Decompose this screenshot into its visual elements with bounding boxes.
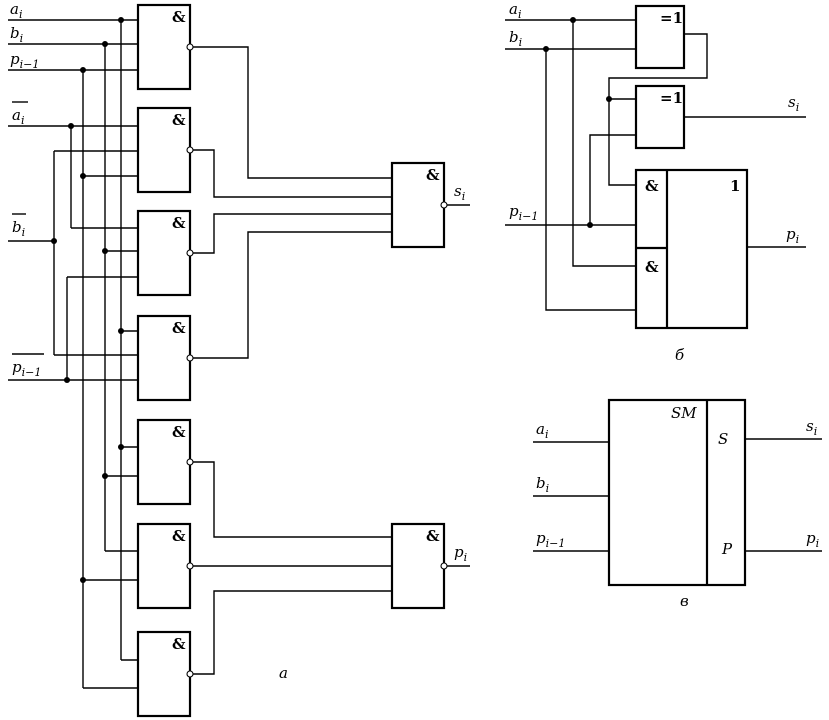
and-symbol: &: [172, 8, 186, 26]
input-label-p-prev: pi−1: [536, 529, 565, 550]
junction-dot: [64, 377, 70, 383]
and-symbol: &: [172, 111, 186, 129]
xor-symbol: =1: [660, 89, 683, 107]
inversion-circle: [186, 249, 194, 257]
inversion-circle: [186, 670, 194, 678]
xor-gate-2: [634, 84, 686, 150]
sm-title: SM: [671, 404, 697, 422]
input-label-b: bi: [536, 474, 549, 495]
and-symbol: &: [645, 177, 659, 195]
output-label-s: si: [806, 417, 817, 438]
wire-gate1-to-sum: [193, 46, 392, 179]
junction-dot: [118, 328, 124, 334]
caption-c: в: [680, 592, 689, 610]
junction-dot: [80, 577, 86, 583]
wire-xor1-to-xor2: [608, 33, 708, 100]
port-p-label: P: [721, 540, 733, 558]
input-label-not-p-prev: pi−1: [12, 358, 41, 379]
junction-dot: [51, 238, 57, 244]
diagram-c: SM S P ai bi pi−1 si pi в: [533, 398, 822, 610]
diagram-a: ai bi pi−1 ai bi pi−1: [8, 0, 470, 718]
wire-a-to-and: [572, 20, 636, 267]
sm-block: [607, 398, 747, 587]
junction-dot: [570, 17, 576, 23]
input-label-p-prev: pi−1: [509, 202, 538, 223]
input-label-a: ai: [10, 0, 22, 21]
and-symbol: &: [172, 319, 186, 337]
wire-gate3-to-sum: [193, 213, 392, 254]
and-gate-sum: [390, 161, 446, 249]
and-gate-6: [136, 522, 192, 610]
inversion-circle: [186, 43, 194, 51]
junction-dot: [118, 444, 124, 450]
caption-a: а: [279, 664, 288, 682]
and-gate-2: [136, 106, 192, 194]
wire-b-to-and: [545, 49, 636, 311]
junction-dot: [606, 96, 612, 102]
junction-dot: [102, 41, 108, 47]
and-symbol: &: [172, 423, 186, 441]
and-symbol: &: [426, 527, 440, 545]
input-label-b: bi: [10, 24, 23, 45]
junction-dot: [68, 123, 74, 129]
diagram-b: ai bi pi−1 =1 =1 si & & 1: [505, 0, 806, 364]
input-label-not-a: ai: [12, 106, 24, 127]
wire-p-to-xor: [589, 134, 636, 225]
or-symbol: 1: [730, 177, 740, 195]
junction-dot: [102, 473, 108, 479]
inversion-circle: [440, 562, 448, 570]
inversion-circle: [186, 562, 194, 570]
output-label-p: pi: [454, 543, 467, 564]
caption-b: б: [675, 346, 685, 364]
input-label-p-prev: pi−1: [10, 50, 39, 71]
inversion-circle: [186, 354, 194, 362]
and-symbol: &: [645, 258, 659, 276]
wire-gate7-to-carry: [193, 590, 392, 675]
and-symbol: &: [172, 635, 186, 653]
and-gate-1: [136, 3, 192, 91]
input-label-a: ai: [536, 420, 548, 441]
wire-xor1-to-and: [608, 99, 636, 186]
input-label-a: ai: [509, 0, 521, 21]
and-symbol: &: [426, 166, 440, 184]
output-label-p: pi: [786, 225, 799, 246]
and-gate-5: [136, 418, 192, 506]
output-label-p: pi: [806, 529, 819, 550]
input-label-not-b: bi: [12, 218, 25, 239]
xor-symbol: =1: [660, 9, 683, 27]
junction-dot: [587, 222, 593, 228]
junction-dot: [80, 173, 86, 179]
input-label-b: bi: [509, 28, 522, 49]
junction-dot: [118, 17, 124, 23]
inversion-circle: [186, 146, 194, 154]
inversion-circle: [186, 458, 194, 466]
wire-gate5-to-carry: [193, 461, 392, 538]
and-gate-4: [136, 314, 192, 402]
output-label-s: si: [454, 182, 465, 203]
inversion-circle: [440, 201, 448, 209]
wire-gate4-to-sum: [193, 231, 392, 359]
xor-gate-1: [634, 4, 686, 70]
and-symbol: &: [172, 527, 186, 545]
junction-dot: [80, 67, 86, 73]
port-s-label: S: [718, 430, 728, 448]
output-label-s: si: [788, 93, 799, 114]
and-symbol: &: [172, 214, 186, 232]
junction-dot: [102, 248, 108, 254]
and-gate-3: [136, 209, 192, 297]
wire-gate2-to-sum: [193, 149, 392, 198]
junction-dot: [543, 46, 549, 52]
